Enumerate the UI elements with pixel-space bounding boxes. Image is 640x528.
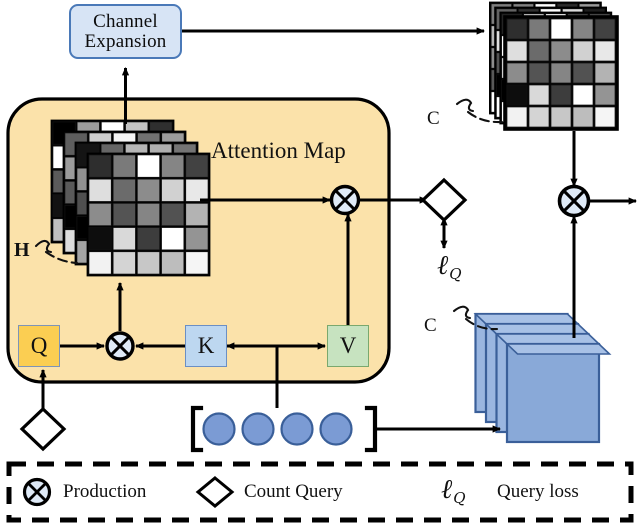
value-block[interactable]: V (327, 325, 369, 367)
c-cube-pointer (455, 98, 504, 124)
token-sequence (190, 405, 378, 453)
value-tensor-stack (473, 312, 612, 444)
channel-expansion-line1: Channel (93, 10, 158, 32)
token-circle (202, 412, 236, 446)
count-query-diamond-main (420, 177, 468, 223)
legend-query-loss-symbol: ℓQ (441, 474, 466, 507)
token-circle (241, 412, 275, 446)
legend-count-query-icon (195, 476, 235, 508)
count-query-diamond-input (19, 406, 67, 452)
tensor-front-slice (505, 342, 612, 444)
query-loss-ell: ℓ (437, 250, 449, 281)
attention-map-stack (50, 119, 211, 277)
legend-frame (6, 461, 634, 523)
production-symbol-av (329, 184, 361, 216)
legend-ell-icon: ℓ (441, 474, 453, 505)
key-block[interactable]: K (185, 325, 227, 367)
query-loss-symbol: ℓQ (437, 250, 462, 283)
heads-dimension-label: H (14, 239, 30, 261)
channel-expansion-block[interactable]: Channel Expansion (69, 4, 182, 59)
query-label: Q (30, 332, 48, 358)
legend-query-loss-label: Query loss (497, 481, 579, 502)
production-symbol-qk (105, 331, 135, 361)
channels-tensor-label: C (424, 315, 437, 336)
key-label: K (197, 332, 215, 358)
attention-map-label: Attention Map (211, 138, 346, 163)
token-circle (280, 412, 314, 446)
feature-cube (489, 1, 619, 131)
cube-front-face (504, 16, 618, 130)
production-symbol-output (557, 184, 591, 218)
connectors (39, 27, 637, 433)
h-dimension-pointer (34, 239, 79, 265)
legend-production-icon (22, 477, 52, 507)
value-label: V (339, 332, 357, 358)
legend-ell-subscript: Q (453, 489, 466, 507)
attention-map-front (86, 152, 211, 277)
token-circle (319, 412, 353, 446)
channel-expansion-line2: Expansion (84, 30, 167, 52)
legend-production-label: Production (63, 481, 147, 502)
query-block[interactable]: Q (18, 325, 60, 367)
legend-count-query-label: Count Query (244, 481, 343, 502)
channels-cube-label: C (427, 108, 440, 129)
query-loss-subscript: Q (449, 265, 462, 283)
c-tensor-pointer (452, 305, 499, 331)
